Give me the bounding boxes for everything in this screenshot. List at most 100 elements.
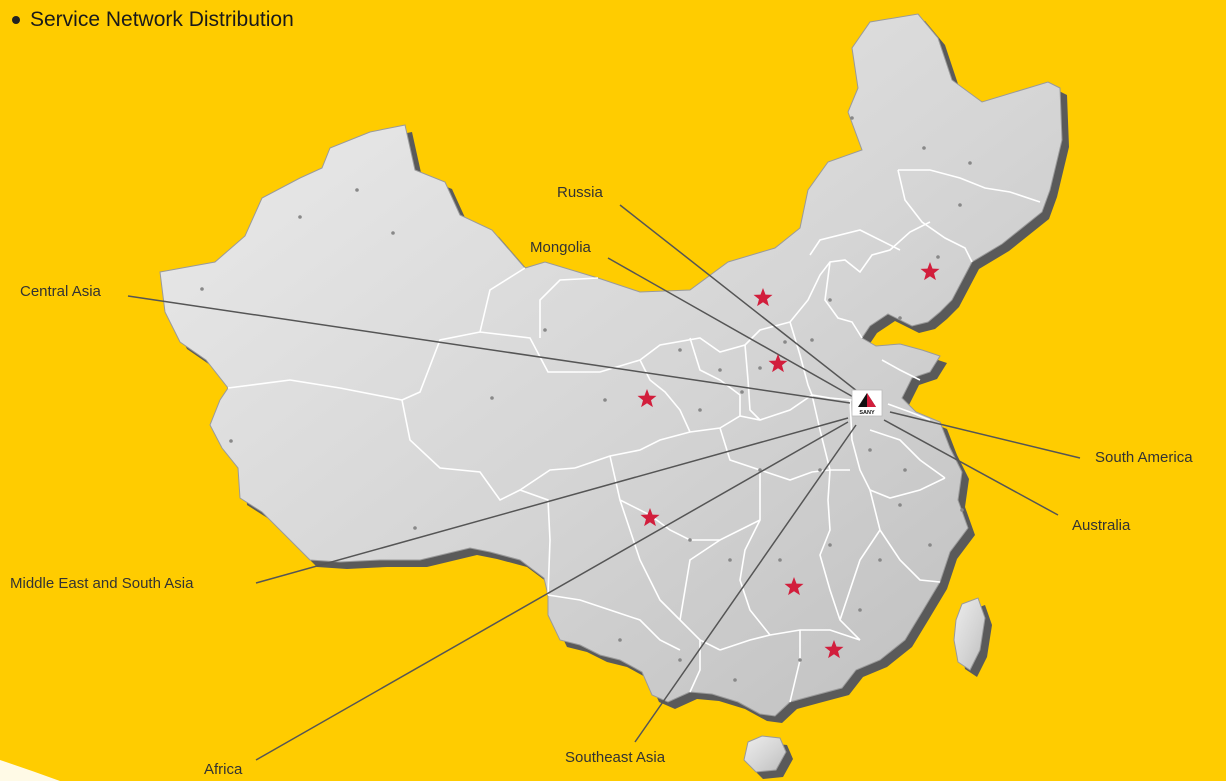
page-title: Service Network Distribution — [30, 8, 294, 31]
city-dot — [783, 340, 787, 344]
city-dot — [391, 231, 395, 235]
province-border — [689, 337, 741, 416]
city-dot — [903, 468, 907, 472]
province-border — [739, 470, 771, 636]
route-label: South America — [1095, 449, 1193, 466]
city-dot — [490, 396, 494, 400]
route-line — [255, 417, 849, 584]
hainan — [743, 735, 787, 773]
city-dot — [922, 146, 926, 150]
route-line — [127, 295, 851, 404]
province-border — [719, 629, 861, 651]
page-title-row: Service Network Distribution — [12, 8, 294, 32]
province-border — [897, 169, 973, 263]
province-border — [227, 321, 791, 401]
service-star-icon — [768, 354, 788, 373]
province-border — [789, 321, 813, 396]
city-dot — [758, 366, 762, 370]
province-border — [839, 529, 881, 621]
province-border — [539, 277, 599, 338]
city-dot — [928, 543, 932, 547]
hub-logo: SANY — [851, 389, 883, 417]
province-border — [869, 429, 946, 479]
city-dot — [678, 348, 682, 352]
province-border — [898, 169, 1041, 203]
route-label: Mongolia — [530, 239, 592, 256]
province-border — [789, 221, 931, 323]
taiwan — [953, 597, 986, 671]
city-dot — [828, 543, 832, 547]
city-dot — [878, 558, 882, 562]
route-line — [255, 421, 849, 761]
city-dot — [798, 658, 802, 662]
province-border — [881, 359, 921, 381]
route-lines — [127, 204, 1081, 761]
hub-logo-text: SANY — [859, 410, 875, 416]
city-dot — [740, 390, 744, 394]
city-dot — [868, 448, 872, 452]
province-border — [574, 394, 853, 469]
city-dot — [828, 298, 832, 302]
city-dot — [778, 558, 782, 562]
city-dots — [200, 116, 972, 682]
corner-swoosh — [0, 760, 60, 781]
province-border — [809, 229, 901, 256]
city-dot — [850, 116, 854, 120]
province-border — [519, 489, 551, 596]
service-star-icon — [640, 508, 660, 527]
route-label: Central Asia — [20, 283, 102, 300]
city-dot — [678, 658, 682, 662]
mainland-china — [159, 13, 1063, 717]
city-dot — [543, 328, 547, 332]
city-dot — [229, 439, 233, 443]
province-border — [824, 261, 863, 339]
province-border — [479, 267, 526, 333]
city-dot — [200, 287, 204, 291]
city-dot — [618, 638, 622, 642]
service-star-icon — [753, 288, 773, 307]
city-dot — [698, 408, 702, 412]
city-dot — [958, 203, 962, 207]
province-borders — [227, 169, 1041, 703]
province-border — [811, 394, 831, 471]
city-dot — [603, 398, 607, 402]
province-border — [744, 344, 761, 421]
route-line — [607, 257, 856, 399]
city-dot — [733, 678, 737, 682]
province-border — [679, 539, 721, 621]
service-star-icon — [784, 577, 804, 596]
service-star-icon — [920, 262, 940, 281]
city-dot — [898, 503, 902, 507]
city-dot — [355, 188, 359, 192]
province-border — [401, 399, 576, 502]
route-label: Australia — [1072, 517, 1131, 534]
city-dot — [298, 215, 302, 219]
city-dot — [818, 468, 822, 472]
city-dot — [936, 255, 940, 259]
service-star-icon — [637, 389, 657, 408]
route-label: Southeast Asia — [565, 749, 666, 766]
service-star-icon — [824, 640, 844, 659]
province-border — [887, 403, 931, 421]
province-border — [609, 455, 761, 541]
city-dot — [968, 161, 972, 165]
city-dot — [718, 368, 722, 372]
route-line — [883, 419, 1059, 516]
city-dot — [960, 508, 964, 512]
city-dot — [898, 316, 902, 320]
province-border — [547, 594, 681, 651]
route-label: Africa — [204, 761, 243, 778]
city-dot — [810, 338, 814, 342]
city-dot — [858, 608, 862, 612]
city-dot — [413, 526, 417, 530]
route-label: Russia — [557, 184, 604, 201]
city-dot — [728, 558, 732, 562]
service-stars — [637, 262, 940, 659]
route-line — [889, 411, 1081, 459]
city-dot — [688, 538, 692, 542]
route-label: Middle East and South Asia — [10, 575, 194, 592]
province-border — [869, 489, 941, 583]
